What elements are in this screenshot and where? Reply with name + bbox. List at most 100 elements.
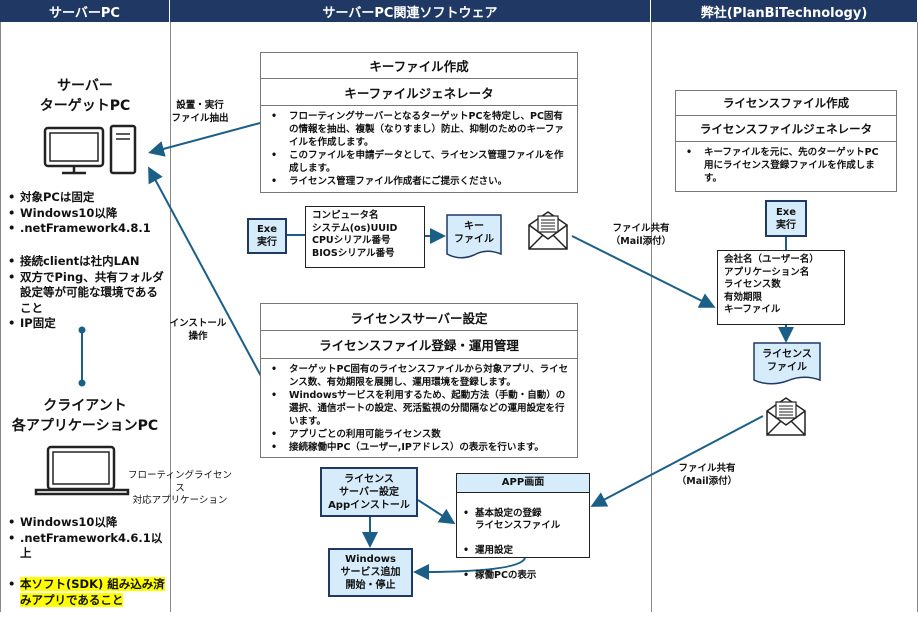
client-title: クライアント 各アプリケーションPC [0,396,170,436]
network-item: IP固定 [8,316,168,332]
box-item: このファイルを申請データとして、ライセンス管理ファイルを作成します。 [269,149,569,175]
server-title-line: ターゲットPC [39,98,131,114]
keyfile-box: キーファイル作成 キーファイルジェネレータ フローティングサーバーとなるターゲッ… [260,52,578,193]
box-subtitle: ライセンスファイル登録・運用管理 [261,331,577,359]
license-server-box: ライセンスサーバー設定 ライセンスファイル登録・運用管理 ターゲットPC固有のラ… [260,303,578,458]
license-info-list: 会社名（ユーザー名） アプリケーション名 ライセンス数 有効期限 キーファイル [717,250,845,325]
document-shape [446,214,502,259]
mail-icon [528,211,568,250]
label-line: ライセンス [762,349,812,360]
label-line: Windows [345,554,396,565]
mail-icon [766,397,806,436]
box-item: アプリごとの利用可能ライセンス数 [269,428,569,441]
spec-item: .netFramework4.6.1以上 [8,531,168,562]
network-item: 双方でPing、共有フォルダ設定等が可能な環境であること [8,270,168,317]
app-item: 運用設定 [463,545,583,558]
exe-run-button-1: Exe 実行 [247,218,287,254]
label-line: キー [464,221,484,232]
network-item: 接続clientは社内LAN [8,254,168,270]
license-file-box: ライセンスファイル作成 ライセンスファイルジェネレータ キーファイルを元に、先の… [675,90,897,192]
label-line: ファイル抽出 [171,112,229,124]
windows-service-box: Windows サービス追加開始・停止 [328,548,413,597]
label-line: 対応アプリケーション [132,495,228,506]
keyfile-document: キーファイル [446,214,502,246]
label-line: インストール [169,318,227,329]
requirement-item: 本ソフト(SDK) 組み込み済みアプリであること [8,577,168,608]
spec-item: .netFramework4.8.1 [8,221,168,237]
license-item: 会社名（ユーザー名） [724,254,819,265]
box-items: キーファイルを元に、先のターゲットPC用にライセンス登録ファイルを作成します。 [676,142,896,185]
label-line: Exe [256,224,278,235]
floating-app-label: フローティングライセンス 対応アプリケーション [124,470,236,508]
box-item: ターゲットPC固有のライセンスファイルから対象アプリ、ライセンス数、有効期限を展… [269,363,569,389]
box-subtitle: ライセンスファイルジェネレータ [676,116,896,142]
label-line: 操作 [188,330,208,342]
label-line: Appインストール [328,499,410,511]
app-screen-title: APP画面 [457,474,589,493]
license-file-document: ライセンスファイル [753,342,821,374]
install-op-label: インストール 操作 [168,318,228,343]
desktop-pc-icon [43,124,137,175]
app-item: 稼働PCの表示 [463,570,583,583]
divider [0,22,1,612]
client-title-line: 各アプリケーションPC [11,418,159,434]
file-share-label-2: ファイル共有（Mail添付） [672,463,742,488]
label-line: ファイル共有 [612,223,670,234]
header-company: 弊社(PlanBiTechnology) [651,0,918,22]
install-extract-label: 設置・実行 ファイル抽出 [170,100,230,125]
server-spec-list: 対象PCは固定 Windows10以降 .netFramework4.8.1 [8,190,168,237]
server-title-line: サーバー [57,78,113,94]
label-line: 設置・実行 [176,100,224,111]
key-item: BIOSシリアル番号 [312,247,395,259]
box-item: ライセンス管理ファイル作成者にご提示ください。 [269,175,569,188]
box-item: Windowsサービスを利用するため、起動方法（手動・自動）の選択、通信ポートの… [269,389,569,428]
label-line: 実行 [257,237,277,248]
label-line: サービス追加 [340,567,401,578]
client-title-line: クライアント [43,398,127,414]
label-line: フローティングライセンス [128,470,232,494]
box-title: ライセンスファイル作成 [676,91,896,116]
label-line: ファイル共有 [678,463,736,474]
label-line: ファイル [767,362,807,373]
label-line: （Mail添付） [610,235,672,247]
divider [651,22,652,612]
label-line: 開始・停止 [345,580,396,591]
box-item: 接続稼働中PC（ユーザー,IPアドレス）の表示を行います。 [269,441,569,454]
license-item: アプリケーション名 [724,266,810,278]
laptop-icon [34,445,130,496]
key-info-list: コンピュータ名 システム(os)UUID CPUシリアル番号 BIOSシリアル番… [305,206,425,268]
box-items: ターゲットPC固有のライセンスファイルから対象アプリ、ライセンス数、有効期限を展… [261,359,577,454]
client-spec-list: Windows10以降 .netFramework4.6.1以上 [8,515,168,562]
box-subtitle: キーファイルジェネレータ [261,79,577,106]
requirement-text: 本ソフト(SDK) 組み込み済みアプリであること [20,577,165,607]
server-network-list: 接続clientは社内LAN 双方でPing、共有フォルダ設定等が可能な環境であ… [8,254,168,332]
spec-item: Windows10以降 [8,206,168,222]
app-item: 基本設定の登録 ライセンスファイル [463,508,583,533]
license-item: 有効期限 [724,291,763,303]
server-title: サーバー ターゲットPC [0,76,170,116]
spec-item: Windows10以降 [8,515,168,531]
app-screen-box: APP画面 基本設定の登録 ライセンスファイル 運用設定 稼働PCの表示 [456,473,590,582]
box-title: ライセンスサーバー設定 [261,304,577,331]
document-shape [753,342,821,385]
label-line: Exe [775,206,797,218]
box-title: キーファイル作成 [261,53,577,79]
label-line: ファイル [454,234,494,245]
file-share-label-1: ファイル共有（Mail添付） [606,223,676,248]
box-item: フローティングサーバーとなるターゲットPCを特定し、PC固有の情報を抽出、複製（… [269,110,569,149]
client-requirement: 本ソフト(SDK) 組み込み済みアプリであること [8,577,168,608]
license-item: ライセンス数 [724,279,781,290]
header-server-pc: サーバーPC [0,0,170,22]
divider [170,22,171,612]
key-item: コンピュータ名 [312,210,379,221]
license-item: キーファイル [724,304,781,315]
box-item: キーファイルを元に、先のターゲットPC用にライセンス登録ファイルを作成します。 [684,146,888,185]
label-line: （Mail添付） [676,475,738,487]
box-items: フローティングサーバーとなるターゲットPCを特定し、PC固有の情報を抽出、複製（… [261,106,577,188]
app-screen-items: 基本設定の登録 ライセンスファイル 運用設定 稼働PCの表示 [457,493,589,597]
spec-item: 対象PCは固定 [8,190,168,206]
label-line: 実行 [776,219,796,231]
